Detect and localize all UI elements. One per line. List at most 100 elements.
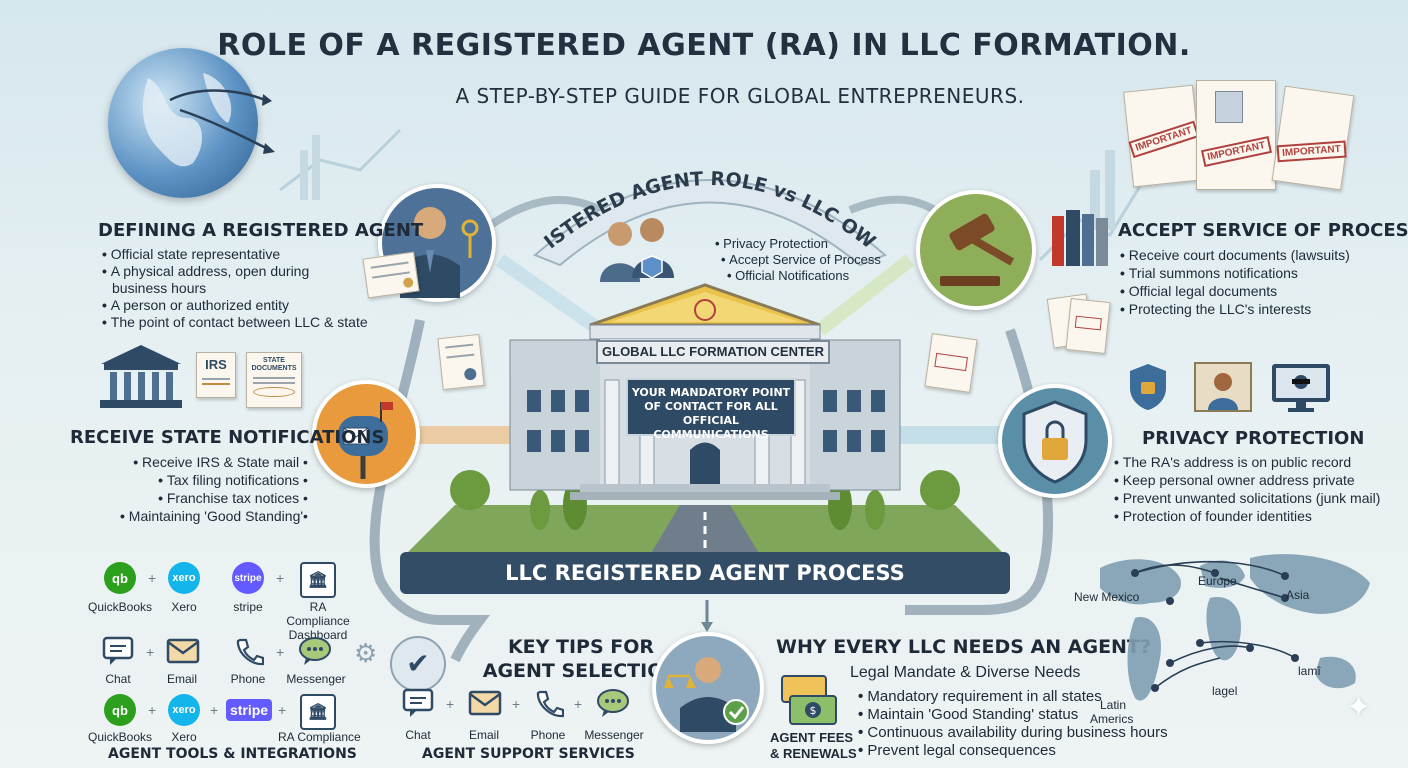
map-label: lamî bbox=[1298, 664, 1321, 678]
stamped-letter-icon bbox=[437, 333, 485, 391]
founder-portrait-icon bbox=[1194, 362, 1252, 412]
cash-icon: $ bbox=[778, 672, 838, 728]
tools-row-3: qb + xero + stripe + 🏛 QuickBooks Xero R… bbox=[88, 694, 370, 744]
why-title: WHY EVERY LLC NEEDS AN AGENT? bbox=[776, 636, 1151, 658]
quickbooks-logo-icon: qb bbox=[104, 562, 136, 594]
plus-icon: + bbox=[276, 570, 285, 586]
map-label: Europe bbox=[1198, 574, 1237, 588]
state-notification-item: Receive IRS & State mail • bbox=[130, 453, 308, 471]
incognito-monitor-icon bbox=[1270, 362, 1332, 414]
plus-icon: + bbox=[574, 696, 583, 712]
email-icon bbox=[166, 638, 200, 664]
plus-icon: + bbox=[148, 702, 157, 718]
plus-icon: + bbox=[276, 644, 285, 660]
tool-label: Xero bbox=[171, 730, 197, 744]
tool-label: QuickBooks bbox=[88, 600, 153, 614]
tips-title-line2: AGENT SELECTION bbox=[482, 660, 680, 682]
map-label: Asia bbox=[1286, 588, 1310, 602]
defining-item-continuation: business hours bbox=[112, 280, 207, 296]
tool-label: RA Compliance Dashboard bbox=[286, 600, 350, 642]
agent-person-icon bbox=[378, 184, 496, 302]
checkmark-badge-icon: ✔ bbox=[390, 636, 446, 692]
tool-label: stripe bbox=[233, 600, 263, 614]
stripe-logo-icon: stripe bbox=[232, 562, 264, 594]
tool-label: RA Compliance bbox=[278, 730, 361, 744]
service-of-process-list: Receive court documents (lawsuits) Trial… bbox=[1120, 246, 1350, 318]
state-notification-item: Franchise tax notices • bbox=[150, 489, 308, 507]
important-document-icon: IMPORTANT bbox=[1123, 84, 1203, 188]
quickbooks-logo-icon: qb bbox=[104, 694, 136, 726]
world-map bbox=[1100, 554, 1370, 701]
why-item: Continuous availability during business … bbox=[858, 724, 1167, 742]
state-notifications-list: Receive IRS & State mail • Tax filing no… bbox=[120, 453, 308, 525]
svg-text:$: $ bbox=[810, 704, 817, 717]
privacy-list: The RA's address is on public record Kee… bbox=[1114, 453, 1381, 525]
globe-arrows-icon bbox=[169, 89, 275, 154]
xero-logo-icon: xero bbox=[168, 562, 200, 594]
plus-icon: + bbox=[512, 696, 521, 712]
compliance-dashboard-icon: 🏛 bbox=[300, 694, 336, 730]
banner-bullets: Privacy Protection Accept Service of Pro… bbox=[715, 236, 881, 284]
support-label: Messenger bbox=[584, 728, 644, 742]
service-item: Protecting the LLC's interests bbox=[1120, 300, 1350, 318]
irs-document-label: IRS bbox=[205, 357, 227, 372]
tool-label: QuickBooks bbox=[88, 730, 153, 744]
phone-icon bbox=[536, 690, 564, 718]
map-label: New Mexico bbox=[1074, 590, 1140, 604]
service-item: Receive court documents (lawsuits) bbox=[1120, 246, 1350, 264]
legal-notice-icon bbox=[924, 333, 978, 393]
banner-bullet: Accept Service of Process bbox=[721, 252, 881, 268]
privacy-title: PRIVACY PROTECTION bbox=[1142, 428, 1365, 449]
why-subtitle: Legal Mandate & Diverse Needs bbox=[850, 664, 1081, 681]
arc-banner: REGISTERED AGENT ROLE vs LLC OWNER bbox=[520, 140, 887, 267]
privacy-item: Prevent unwanted solicitations (junk mai… bbox=[1114, 489, 1381, 507]
why-item: Prevent legal consequences bbox=[858, 742, 1168, 760]
messenger-icon bbox=[299, 637, 331, 665]
chat-icon bbox=[402, 688, 434, 717]
legal-papers-icon bbox=[1065, 298, 1111, 354]
tool-label: Messenger bbox=[286, 672, 346, 686]
plus-icon: + bbox=[148, 570, 157, 586]
tools-row-1: qb + xero stripe + 🏛 QuickBooks Xero str… bbox=[88, 562, 370, 642]
service-item: Official legal documents bbox=[1120, 282, 1350, 300]
plus-icon: + bbox=[446, 696, 455, 712]
support-caption: AGENT SUPPORT SERVICES bbox=[422, 746, 635, 762]
globe-icon bbox=[108, 48, 258, 198]
certificate-icon bbox=[362, 251, 420, 299]
law-books-icon bbox=[1052, 208, 1112, 266]
tool-label: Phone bbox=[230, 672, 266, 686]
support-label: Email bbox=[468, 728, 499, 742]
email-icon bbox=[468, 690, 502, 716]
fees-label-line1: AGENT FEES bbox=[770, 730, 854, 745]
service-item: Trial summons notifications bbox=[1120, 264, 1350, 282]
map-label: lagel bbox=[1212, 684, 1238, 698]
stripe-logo-icon: stripe bbox=[226, 699, 272, 721]
banner-bullet: Official Notifications bbox=[727, 268, 881, 284]
privacy-item: Keep personal owner address private bbox=[1114, 471, 1380, 489]
support-label: Chat bbox=[405, 728, 431, 742]
owner-icon bbox=[592, 212, 682, 287]
important-document-icon: IMPORTANT bbox=[1196, 80, 1276, 190]
why-list: Mandatory requirement in all states Main… bbox=[858, 688, 1168, 760]
privacy-item: Protection of founder identities bbox=[1114, 507, 1380, 525]
messenger-icon bbox=[597, 689, 629, 717]
privacy-shield-icon bbox=[1126, 362, 1170, 412]
page-subtitle: A STEP-BY-STEP GUIDE FOR GLOBAL ENTREPRE… bbox=[455, 84, 1025, 108]
building-plaque: YOUR MANDATORY POINT OF CONTACT FOR ALL … bbox=[626, 378, 796, 441]
phone-icon bbox=[236, 638, 264, 666]
defining-item: A person or authorized entity bbox=[102, 297, 368, 314]
mailbox-icon bbox=[312, 380, 420, 488]
plus-icon: + bbox=[210, 702, 219, 718]
gear-icon: ⚙ bbox=[354, 638, 378, 668]
state-notification-item: Maintaining 'Good Standing'• bbox=[120, 507, 308, 525]
state-documents-icon: STATE DOCUMENTS bbox=[246, 352, 302, 408]
support-label: Phone bbox=[530, 728, 566, 742]
tips-title-line1: KEY TIPS FOR bbox=[507, 636, 655, 658]
building-sign: GLOBAL LLC FORMATION CENTER bbox=[596, 340, 830, 364]
compliance-dashboard-icon: 🏛 bbox=[300, 562, 336, 598]
defining-item: A physical address, open during bbox=[102, 263, 368, 280]
state-documents-label: STATE DOCUMENTS bbox=[251, 357, 297, 372]
plus-icon: + bbox=[146, 644, 155, 660]
why-item: Mandatory requirement in all states bbox=[858, 688, 1168, 706]
gavel-icon bbox=[916, 190, 1036, 310]
